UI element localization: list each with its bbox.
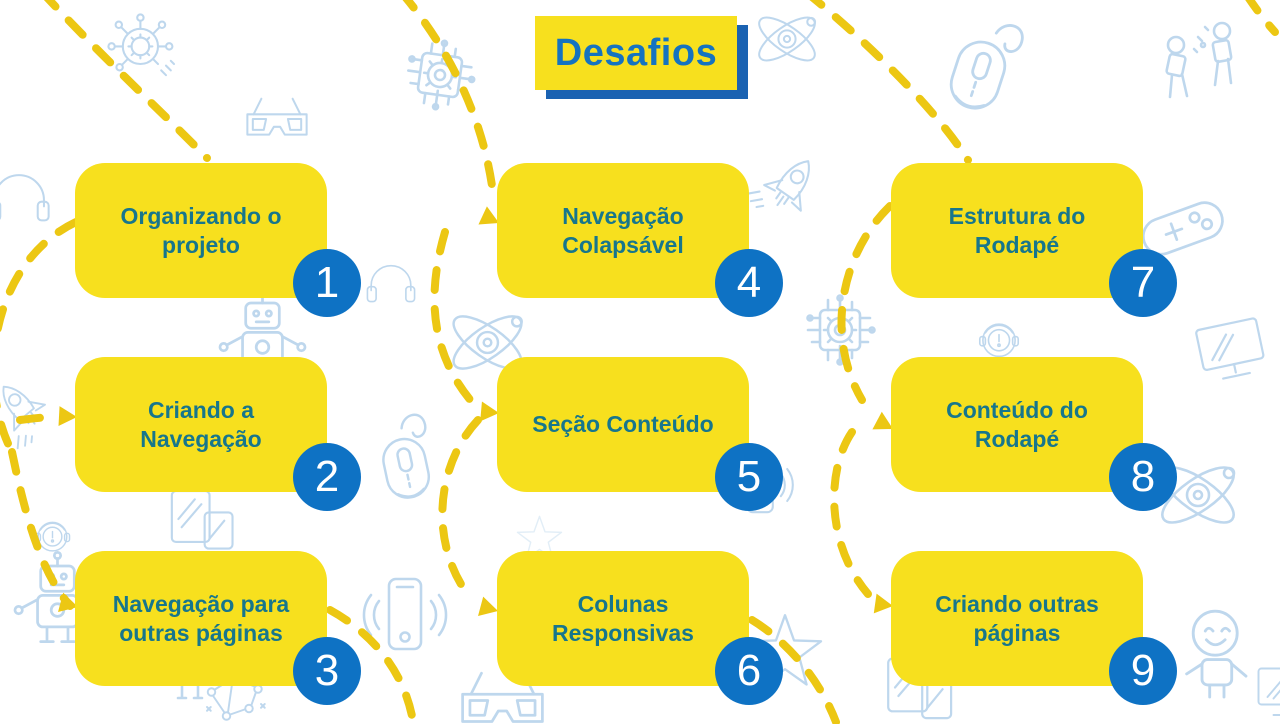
challenge-card: Conteúdo do Rodapé 8	[891, 357, 1177, 511]
challenge-card: Organizando o projeto 1	[75, 163, 361, 317]
smartphone-icon	[362, 577, 448, 651]
challenge-card-label: Navegação Colapsável	[562, 202, 684, 258]
step-number-badge: 8	[1109, 443, 1177, 511]
step-number: 5	[736, 452, 762, 501]
step-number-badge: 4	[715, 249, 783, 317]
challenge-card-label: Criando a Navegação	[140, 396, 262, 452]
step-number: 4	[736, 258, 762, 307]
support-bot-icon	[978, 323, 1020, 358]
step-number: 7	[1130, 258, 1156, 307]
step-number-badge: 7	[1109, 249, 1177, 317]
challenge-card-label: Conteúdo do Rodapé	[946, 396, 1088, 452]
atom-icon	[751, 8, 823, 70]
step-number-badge: 2	[293, 443, 361, 511]
headphones-icon	[0, 174, 50, 222]
step-number: 8	[1130, 452, 1156, 501]
challenge-card-label: Estrutura do Rodapé	[948, 202, 1086, 258]
step-number: 6	[736, 646, 762, 695]
step-number: 2	[314, 452, 340, 501]
title-banner: Desafios	[535, 16, 737, 90]
monitor-icon	[1257, 667, 1280, 716]
step-number-badge: 3	[293, 637, 361, 705]
challenge-card-label: Criando outras páginas	[935, 590, 1099, 646]
step-number: 1	[314, 258, 340, 307]
step-number-badge: 5	[715, 443, 783, 511]
headphones-icon	[366, 264, 416, 303]
challenge-card: Navegação para outras páginas 3	[75, 551, 361, 705]
step-number-badge: 6	[715, 637, 783, 705]
challenge-card-label: Colunas Responsivas	[552, 590, 694, 646]
monitor-icon	[1194, 316, 1268, 384]
people-icon	[1164, 21, 1233, 99]
page-title: Desafios	[554, 31, 718, 74]
step-number: 9	[1130, 646, 1156, 695]
challenge-card: Navegação Colapsável 4	[497, 163, 783, 317]
challenge-card-label: Seção Conteúdo	[532, 411, 714, 438]
rocket-icon	[742, 141, 828, 231]
challenge-card: Criando a Navegação 2	[75, 357, 361, 511]
happy-robot-icon	[1185, 609, 1248, 699]
devices-icon	[170, 490, 234, 550]
challenge-card-label: Navegação para outras páginas	[112, 590, 290, 646]
challenge-card: Colunas Responsivas 6	[497, 551, 783, 705]
challenge-card: Seção Conteúdo 5	[497, 357, 783, 511]
connector-arrowheads	[58, 206, 893, 617]
step-number-badge: 9	[1109, 637, 1177, 705]
challenge-card-label: Organizando o projeto	[120, 202, 282, 258]
step-number: 3	[314, 646, 340, 695]
step-number-badge: 1	[293, 249, 361, 317]
computer-mouse-icon	[943, 24, 1024, 116]
3d-glasses-icon	[246, 97, 308, 136]
challenge-card: Estrutura do Rodapé 7	[891, 163, 1177, 317]
virus-icon	[107, 13, 176, 77]
challenge-card: Criando outras páginas 9	[891, 551, 1177, 705]
